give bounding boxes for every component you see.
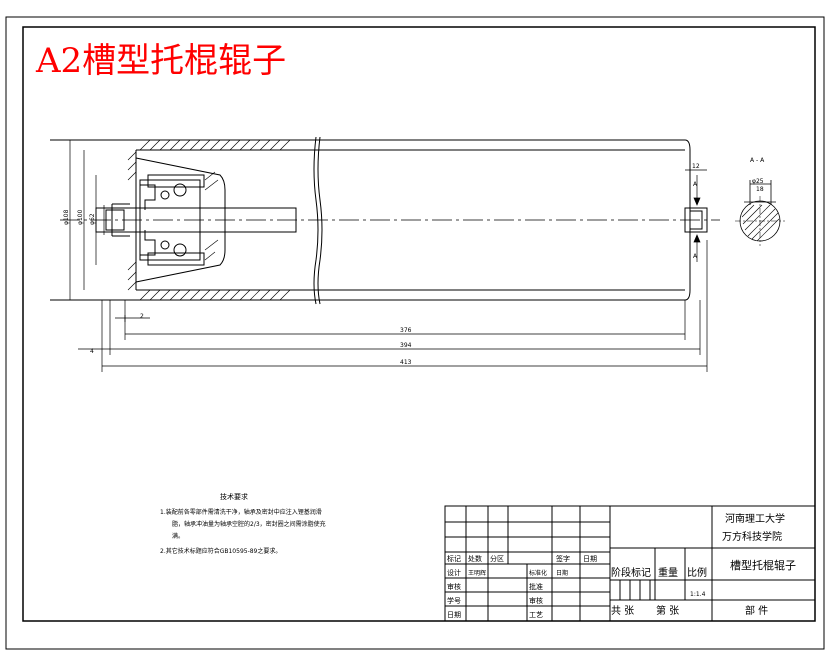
section-hatch [741,204,780,242]
dim-376: 376 [400,327,412,334]
school-name-1: 河南理工大学 [725,512,785,525]
scale-value: 1:1.4 [690,591,706,598]
inner-border [22,26,816,622]
dim-2: 2 [140,313,144,320]
school-name-2: 万方科技学院 [722,530,782,543]
tb-row-standard: 标准化 [529,569,547,577]
section-dia: φ25 [752,178,764,185]
tech-line-2: 脂，轴承冲油量为轴承空腔的2/3，密封圈之间需涂脂使充 [172,520,326,528]
part-label: 部 件 [745,604,768,617]
drawing-name: 槽型托棍辊子 [730,558,796,572]
tb-row-review: 审核 [447,582,461,591]
tb-row-check: 审核 [529,596,543,605]
dim-394: 394 [400,342,412,349]
dim-4: 4 [90,348,94,355]
dim-12: 12 [692,163,700,170]
dim-413: 413 [400,359,412,366]
title-block-grid [444,505,816,622]
tb-row-standard-date: 日期 [556,569,568,577]
section-mark-a-bottom: A [693,253,698,260]
drawing-title: A2槽型托棍辊子 [35,41,286,81]
tb-row-design-name: 王明辉 [468,569,486,577]
section-width: 18 [756,186,764,193]
tb-header-count: 处数 [468,554,482,563]
tb-row-student-id: 学号 [447,596,461,605]
title-block-rows: 设计 王明辉 标准化 日期 审核 批准 学号 审核 日期 工艺 [447,568,568,619]
tb-header-sign: 签字 [556,554,570,563]
tb-header-mark: 标记 [447,554,461,563]
tech-line-1: 1.装配前各零部件需清洗干净，轴承及密封中应注入锂基润滑 [160,508,322,516]
dim-outer-dia: φ108 [63,209,70,225]
tech-heading: 技术要求 [220,492,248,501]
right-dimensions [685,169,707,262]
tube-hatch [127,139,291,301]
section-label: A - A [750,157,765,164]
tb-row-date: 日期 [447,611,461,619]
tb-header-date: 日期 [583,555,597,563]
tb-row-process: 工艺 [529,611,543,619]
roller-view [50,136,720,305]
section-mark-a-top: A [693,181,698,188]
stage-mark-label: 阶段标记 [611,566,651,579]
tech-line-3: 满。 [172,532,184,540]
outer-border [5,16,825,650]
tb-row-design: 设计 [447,568,461,577]
tech-line-4: 2.其它技术标题应符合GB10595-89之要求。 [160,547,281,555]
sheet-number: 第 张 [656,604,679,617]
dim-inner-dia-2: φ62 [89,213,96,225]
bottom-dimensions [78,240,708,372]
tb-header-zone: 分区 [490,554,504,563]
dim-inner-dia-1: φ100 [77,209,84,225]
scale-label: 比例 [687,566,707,579]
left-dimensions [60,139,136,301]
title-block-headers: 标记 处数 分区 签字 日期 [447,554,597,563]
total-sheets: 共 张 [611,605,634,617]
weight-label: 重量 [658,566,678,579]
tb-row-approve: 批准 [529,582,543,591]
